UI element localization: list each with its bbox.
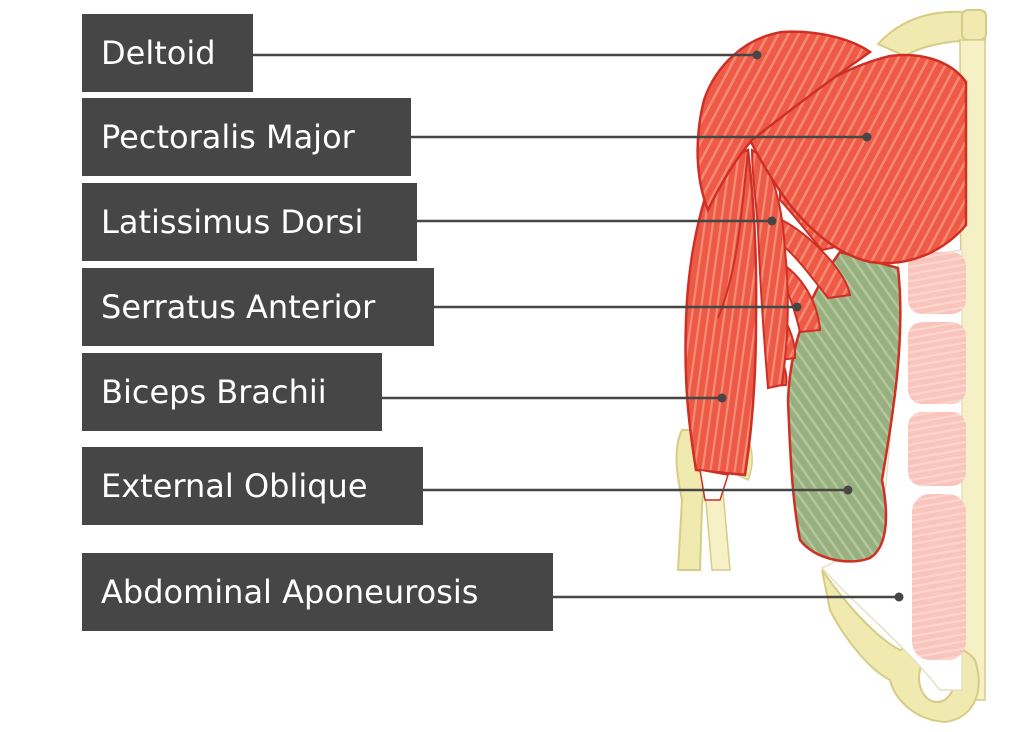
pectoralis-major-shape: [748, 53, 968, 265]
label-deltoid-text: Deltoid: [101, 34, 216, 72]
label-pectoralis-major: Pectoralis Major: [82, 98, 411, 176]
label-serratus-anterior: Serratus Anterior: [82, 268, 434, 346]
label-biceps-brachii-text: Biceps Brachii: [101, 373, 327, 411]
label-deltoid: Deltoid: [82, 14, 253, 92]
label-abdominal-aponeurosis: Abdominal Aponeurosis: [82, 553, 553, 631]
label-latissimus-dorsi-text: Latissimus Dorsi: [101, 203, 364, 241]
leader-lines: [253, 50, 904, 602]
label-biceps-brachii: Biceps Brachii: [82, 353, 382, 431]
deltoid-shape: [696, 30, 873, 214]
label-external-oblique: External Oblique: [82, 447, 423, 525]
label-latissimus-dorsi: Latissimus Dorsi: [82, 183, 417, 261]
label-pectoralis-major-text: Pectoralis Major: [101, 118, 355, 156]
label-external-oblique-text: External Oblique: [101, 467, 368, 505]
label-serratus-anterior-text: Serratus Anterior: [101, 288, 376, 326]
rectus-abdominis: [908, 252, 966, 660]
label-abdominal-aponeurosis-text: Abdominal Aponeurosis: [101, 573, 479, 611]
